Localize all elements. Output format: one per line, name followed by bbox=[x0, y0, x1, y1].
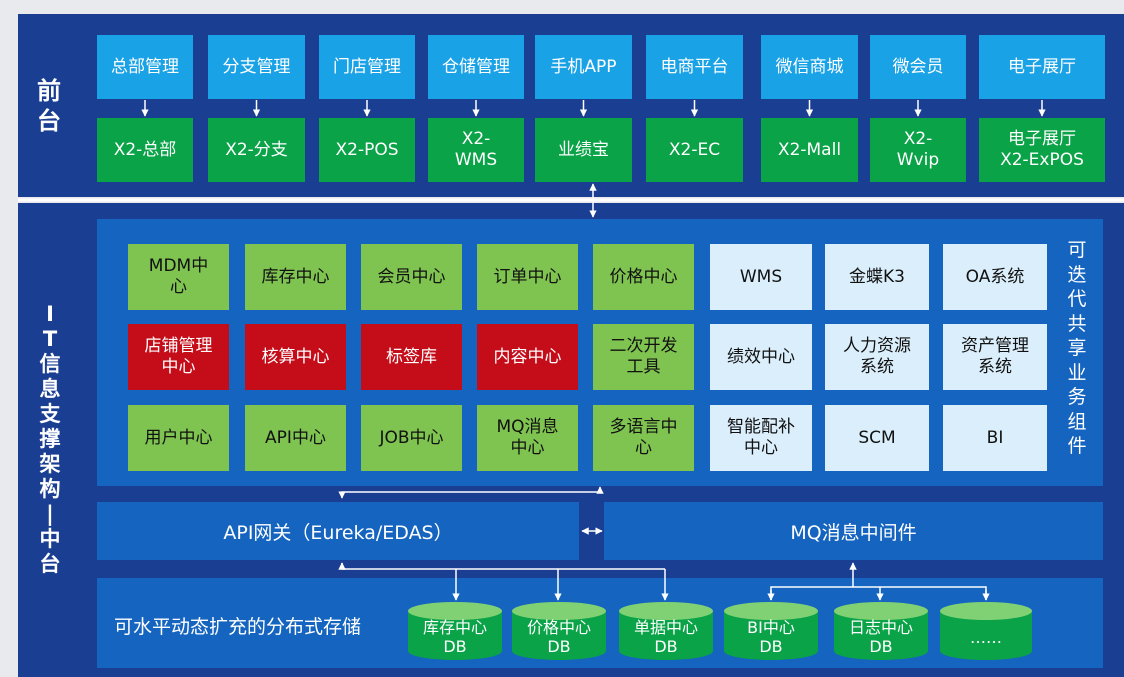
shared-label-char: 业 bbox=[1067, 361, 1087, 384]
business-component-box: 库存中心 bbox=[245, 244, 346, 310]
front-label: 前台 bbox=[34, 76, 64, 136]
database-cylinder: …… bbox=[940, 602, 1032, 660]
business-component-box: JOB中心 bbox=[361, 405, 462, 471]
front-app-box: 手机APP bbox=[535, 35, 632, 99]
shared-label-char: 件 bbox=[1067, 435, 1087, 457]
shared-label-char: 迭 bbox=[1067, 263, 1087, 286]
database-label: 库存中心 DB bbox=[422, 618, 487, 656]
business-component-box: 会员中心 bbox=[361, 244, 462, 310]
business-component-box: 资产管理 系统 bbox=[943, 324, 1047, 390]
front-app-box: 微信商城 bbox=[761, 35, 858, 99]
middle-label-char: 支 bbox=[39, 402, 61, 426]
front-system-box: X2- Wvip bbox=[870, 118, 966, 182]
business-component-box: API中心 bbox=[245, 405, 346, 471]
front-system-box: 电子展厅 X2-ExPOS bbox=[979, 118, 1105, 182]
mq-middleware-label: MQ消息中间件 bbox=[790, 521, 917, 544]
mq-middleware-bar: MQ消息中间件 bbox=[604, 502, 1103, 560]
middle-label-char: 息 bbox=[39, 377, 61, 401]
middle-label-char: T bbox=[42, 327, 58, 351]
shared-label-char: 代 bbox=[1067, 288, 1087, 310]
database-cylinder: 日志中心 DB bbox=[834, 602, 928, 660]
database-cylinder: 价格中心 DB bbox=[512, 602, 606, 660]
front-system-box: X2-POS bbox=[319, 118, 415, 182]
database-cylinder: 单据中心 DB bbox=[619, 602, 713, 660]
business-component-box: 智能配补 中心 bbox=[710, 405, 812, 471]
middle-label-char: 架 bbox=[39, 452, 61, 476]
middle-label-char: 撑 bbox=[39, 427, 61, 451]
front-app-box: 电子展厅 bbox=[979, 35, 1105, 99]
business-component-box: 用户中心 bbox=[128, 405, 229, 471]
business-component-box: 价格中心 bbox=[593, 244, 694, 310]
business-component-box: MDM中 心 bbox=[128, 244, 229, 310]
middle-label-char: 构 bbox=[39, 477, 61, 501]
middle-label-char: 中 bbox=[39, 527, 61, 551]
database-label: 日志中心 DB bbox=[848, 618, 913, 656]
shared-label-char: 务 bbox=[1067, 386, 1087, 408]
api-gateway-bar: API网关（Eureka/EDAS） bbox=[97, 502, 579, 560]
front-system-box: X2-Mall bbox=[761, 118, 858, 182]
business-component-box: WMS bbox=[710, 244, 812, 310]
business-component-box: 二次开发 工具 bbox=[593, 324, 694, 390]
front-app-box: 总部管理 bbox=[97, 35, 193, 99]
middle-label-char: 台 bbox=[39, 552, 61, 576]
front-label-char: 前 bbox=[37, 77, 61, 105]
database-label: …… bbox=[970, 627, 1002, 647]
business-component-box: 多语言中 心 bbox=[593, 405, 694, 471]
database-label: BI中心 DB bbox=[747, 618, 795, 656]
database-cylinder: 库存中心 DB bbox=[408, 602, 502, 660]
business-component-box: OA系统 bbox=[943, 244, 1047, 310]
shared-components-label: 可迭代共享业务组件 bbox=[1062, 238, 1092, 459]
middle-label-char: | bbox=[46, 502, 54, 526]
shared-label-char: 享 bbox=[1067, 337, 1087, 359]
front-system-box: X2-EC bbox=[646, 118, 743, 182]
front-system-box: X2-总部 bbox=[97, 118, 193, 182]
business-component-box: 核算中心 bbox=[245, 324, 346, 390]
business-component-box: 标签库 bbox=[361, 324, 462, 390]
front-app-box: 分支管理 bbox=[208, 35, 305, 99]
front-label-char: 台 bbox=[37, 107, 61, 135]
business-component-box: 人力资源 系统 bbox=[825, 324, 929, 390]
shared-label-char: 共 bbox=[1067, 312, 1087, 335]
front-system-box: X2- WMS bbox=[428, 118, 524, 182]
storage-label: 可水平动态扩充的分布式存储 bbox=[114, 616, 362, 638]
api-gateway-label: API网关（Eureka/EDAS） bbox=[223, 521, 453, 544]
database-label: 单据中心 DB bbox=[633, 618, 698, 656]
shared-label-char: 组 bbox=[1067, 410, 1087, 433]
front-app-box: 门店管理 bbox=[319, 35, 415, 99]
business-component-box: MQ消息 中心 bbox=[477, 405, 578, 471]
middle-label-char: 信 bbox=[39, 352, 61, 376]
shared-label-char: 可 bbox=[1067, 239, 1087, 261]
front-system-box: 业绩宝 bbox=[535, 118, 632, 182]
business-component-box: BI bbox=[943, 405, 1047, 471]
database-label: 价格中心 DB bbox=[526, 618, 591, 656]
front-app-box: 仓储管理 bbox=[428, 35, 524, 99]
business-component-box: 绩效中心 bbox=[710, 324, 812, 390]
business-component-box: 店铺管理 中心 bbox=[128, 324, 229, 390]
front-app-box: 微会员 bbox=[870, 35, 966, 99]
business-component-box: 金蝶K3 bbox=[825, 244, 929, 310]
middle-label-char: I bbox=[46, 302, 54, 326]
front-app-box: 电商平台 bbox=[646, 35, 743, 99]
business-component-box: 订单中心 bbox=[477, 244, 578, 310]
business-component-box: 内容中心 bbox=[477, 324, 578, 390]
database-cylinder: BI中心 DB bbox=[724, 602, 818, 660]
front-system-box: X2-分支 bbox=[208, 118, 305, 182]
business-component-box: SCM bbox=[825, 405, 929, 471]
